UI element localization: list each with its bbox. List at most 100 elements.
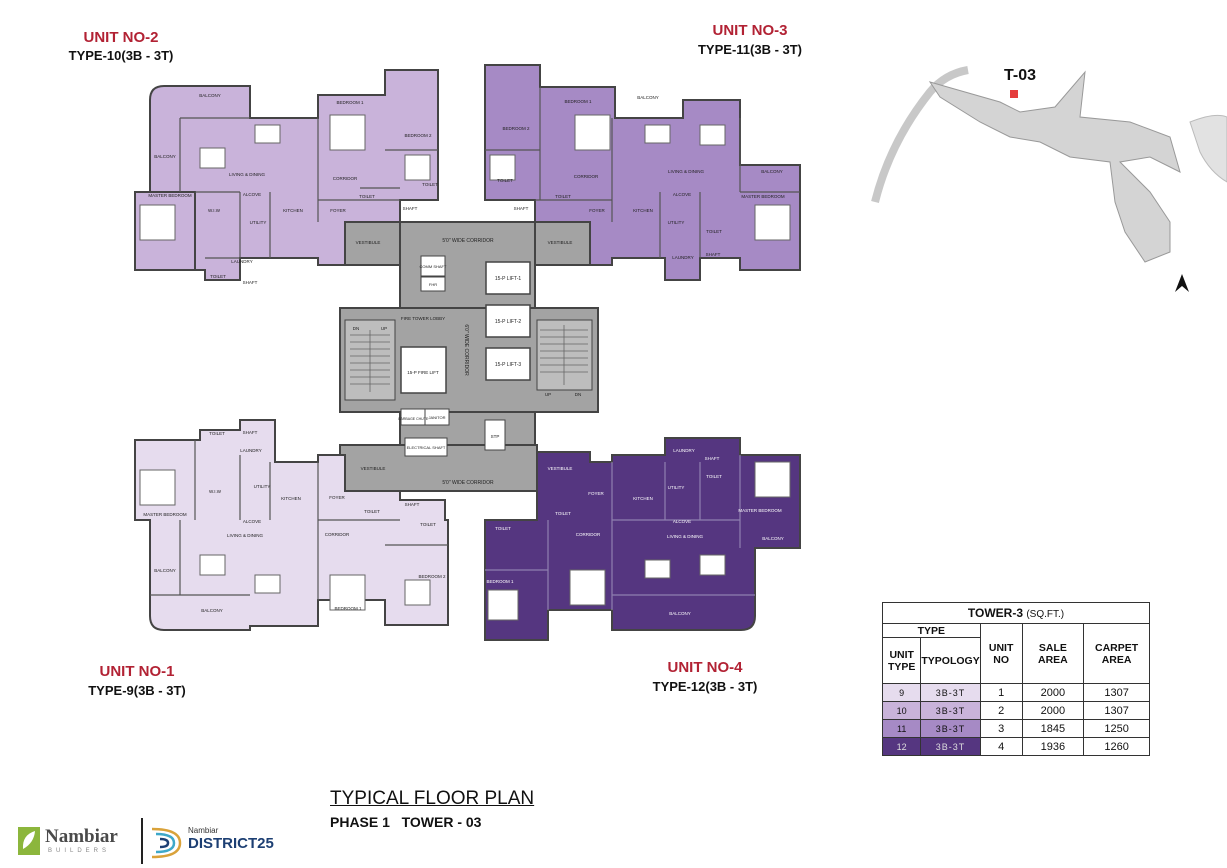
table-row: 10 3B-3T 2 2000 1307 [881,701,1150,720]
area-table: TOWER-3 (SQ.FT.) TYPE UNIT NO SALE AREA … [881,602,1150,756]
row-sale-area: 1936 [1021,737,1085,756]
u2-living-dining-label: LIVING & DINING [229,172,266,177]
u2-bedroom1-label: BEDROOM 1 [336,100,364,105]
fire-tower-lobby-label: FIRE TOWER LOBBY [401,316,445,321]
u3-utility-label: UTILITY [668,220,685,225]
u2-toilet-label: TOILET [359,194,375,199]
u4-master-bedroom-label: MASTER BEDROOM [738,508,782,513]
unit-1-plan [134,419,449,631]
row-carpet-area: 1307 [1083,683,1150,702]
row-typology: 3B-3T [920,683,981,702]
type-header: TYPE [882,623,981,638]
unit-1-number: UNIT NO-1 [99,663,175,680]
u4-alcove-label: ALCOVE [673,519,691,524]
u3-alcove-label: ALCOVE [673,192,691,197]
table-title: TOWER-3 [967,606,1023,620]
u4-living-dining-label: LIVING & DINING [667,534,704,539]
u1-balcony-side-label: BALCONY [154,568,176,573]
row-carpet-area: 1307 [1083,701,1150,720]
garbage-chute-label: GARBAGE CHUTE [398,417,429,421]
u3-toilet-label: TOILET [555,194,571,199]
district-mark-icon [151,827,182,859]
key-plan-site [928,70,1181,263]
row-unit-no: 4 [979,737,1023,756]
district25-logo: Nambiar DISTRICT25 [150,823,274,863]
u1-wiw-label: W.I.W [209,489,222,494]
u3-corridor-label: CORRIDOR [574,174,599,179]
row-unit-type: 12 [881,737,922,756]
u4-corridor-label: CORRIDOR [576,532,601,537]
lift-2-label: 15-P LIFT-2 [495,319,522,325]
u1-shaft2-label: SHAFT [405,502,420,507]
u1-vestibule-label: VESTIBULE [361,466,386,471]
unit-4-plan [484,437,801,641]
u2-shaft-label: SHAFT [403,206,418,211]
u4-toilet2-label: TOILET [495,526,511,531]
u2-bedroom2-label: BEDROOM 2 [404,133,432,138]
plan-title: TYPICAL FLOOR PLAN [330,788,535,809]
unit-1-type: TYPE-9(3B - 3T) [88,683,186,698]
unit-3-type: TYPE-11(3B - 3T) [697,42,803,57]
u1-alcove-label: ALCOVE [243,519,261,524]
floor-plan: 5'0" WIDE CORRIDOR 5'0" WIDE CORRIDOR 6'… [134,64,801,641]
u3-foyer-label: FOYER [589,208,605,213]
row-unit-type: 9 [881,683,922,702]
u1-toilet-label: TOILET [364,509,380,514]
janitor-label: JANITOR [428,415,445,420]
u3-balcony-side-label: BALCONY [761,169,783,174]
u2-laundry-label: LAUNDRY [231,259,252,264]
fire-lift-label: 15-P FIRE LIFT [407,370,439,375]
stair-dn-label: DN [353,326,360,331]
u1-laundry-label: LAUNDRY [240,448,261,453]
u4-balcony-side-label: BALCONY [762,536,784,541]
lift-3-label: 15-P LIFT-3 [495,362,522,368]
lift-1-label: 15-P LIFT-1 [495,276,522,282]
u1-toilet2-label: TOILET [420,522,436,527]
u2-corridor-label: CORRIDOR [333,176,358,181]
u3-shaft2-label: SHAFT [706,252,721,257]
key-plan-label: T-03 [1004,67,1036,84]
u1-living-dining-label: LIVING & DINING [227,533,264,538]
row-carpet-area: 1250 [1083,719,1150,738]
u4-shaft-label: SHAFT [705,456,720,461]
table-header-row-2: UNIT TYPE TYPOLOGY [881,637,1150,684]
row-unit-no: 1 [979,683,1023,702]
district-brand-name: DISTRICT25 [188,835,274,852]
row-sale-area: 2000 [1021,683,1085,702]
row-typology: 3B-3T [920,701,981,720]
unit-4-number: UNIT NO-4 [667,659,743,676]
u2-alcove-label: ALCOVE [243,192,261,197]
u1-corridor-label: CORRIDOR [325,532,350,537]
key-plan-tower-marker [1010,90,1018,98]
u2-wiw-label: W.I.W [208,208,221,213]
plan-subtitle: PHASE 1 TOWER - 03 [330,814,482,830]
stair-up-label-right: UP [545,392,551,397]
unit-no-header: UNIT NO [979,623,1023,684]
unit-3-plan [484,64,801,281]
u3-living-dining-label: LIVING & DINING [668,169,705,174]
u4-kitchen-label: KITCHEN [633,496,653,501]
fhr-label: FHR [429,282,437,287]
key-plan-lake [1189,114,1227,183]
stair-dn-label-right: DN [575,392,582,397]
stp-label: STP [491,434,500,439]
key-plan: T-03 [871,66,1227,292]
comm-shaft-label: COMM SHAFT [420,264,447,269]
row-typology: 3B-3T [920,737,981,756]
u1-shaft-label: SHAFT [243,430,258,435]
table-row: 12 3B-3T 4 1936 1260 [881,737,1150,756]
u3-shaft-label: SHAFT [514,206,529,211]
u2-toilet2-label: TOILET [422,182,438,187]
u2-vestibule-label: VESTIBULE [356,240,381,245]
u2-balcony-side-label: BALCONY [154,154,176,159]
sale-area-header: SALE AREA [1021,623,1085,684]
u4-bedroom1-label: BEDROOM 1 [486,579,514,584]
u2-utility-label: UTILITY [250,220,267,225]
u1-bedroom1-label: BEDROOM 1 [334,606,362,611]
u3-balcony-label: BALCONY [637,95,659,100]
u3-toilet3-label: TOILET [706,229,722,234]
carpet-area-header: CARPET AREA [1083,623,1150,684]
u1-bedroom2-label: BEDROOM 2 [418,574,446,579]
u1-kitchen-label: KITCHEN [281,496,301,501]
u1-master-bedroom-label: MASTER BEDROOM [143,512,187,517]
